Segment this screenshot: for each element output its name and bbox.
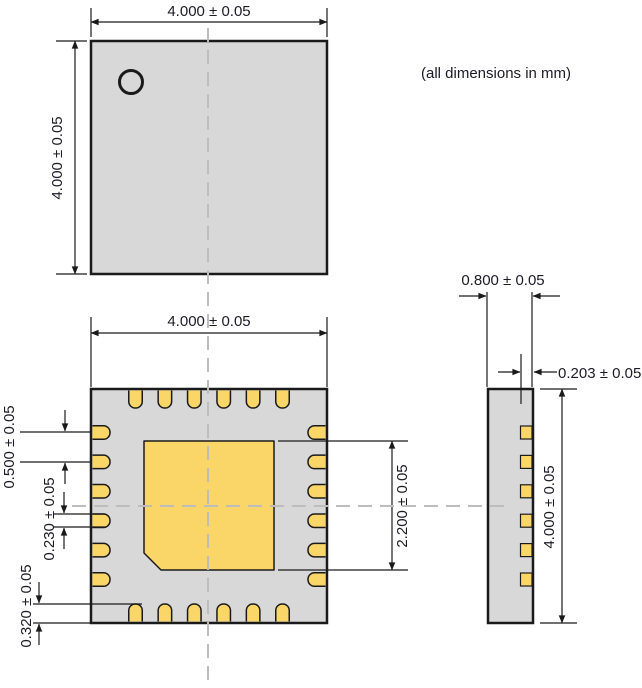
lead-pad [128,603,143,622]
lead-pad [92,425,111,440]
side-height-dimension: 4.000 ± 0.05 [540,388,577,624]
dimensions-note: (all dimensions in mm) [421,65,571,82]
side-height-label: 4.000 ± 0.05 [541,465,558,548]
top-view: 4.000 ± 0.05 4.000 ± 0.05 [49,3,329,276]
top-view-height-dimension: 4.000 ± 0.05 [49,40,87,275]
lead-pad [92,483,111,499]
top-view-width-label: 4.000 ± 0.05 [167,3,250,20]
lead-pad [275,603,290,622]
lead-pad [307,483,326,499]
lead-pad [275,390,290,409]
lead-pad [307,572,326,587]
lead-pad [307,513,326,529]
lead-pad [307,425,326,440]
lead-pad [307,454,326,470]
lead-pad [519,572,533,587]
lead-pad [186,390,202,409]
lead-pitch-label: 0.500 ± 0.05 [1,405,18,488]
lead-pad [519,513,533,528]
lead-pad [216,390,232,409]
side-view-leads [519,425,533,587]
lead-pad [157,390,173,409]
lead-pad [216,603,232,622]
lead-pad [519,454,533,469]
lead-pad [519,484,533,499]
lead-length-label: 0.320 ± 0.05 [18,564,35,647]
bottom-view: 4.000 ± 0.05 0.500 ± 0.05 0.230 ± 0.05 0… [1,313,411,648]
bottom-view-leads [92,390,326,622]
top-view-height-label: 4.000 ± 0.05 [49,116,66,199]
lead-pad [92,454,111,470]
bottom-view-width-dimension: 4.000 ± 0.05 [90,313,328,387]
lead-pad [519,542,533,558]
lead-pitch-dimension: 0.500 ± 0.05 [1,405,91,489]
lead-thickness-dimension: 0.203 ± 0.05 [498,354,641,404]
lead-pad [157,603,173,622]
lead-width-dimension: 0.230 ± 0.05 [41,477,105,561]
lead-pad [128,390,143,409]
lead-pad [519,425,533,440]
top-view-width-dimension: 4.000 ± 0.05 [90,3,328,37]
lead-pad [307,542,326,558]
lead-pad [92,572,111,587]
lead-pad [245,603,261,622]
lead-width-label: 0.230 ± 0.05 [41,477,58,560]
lead-thickness-label: 0.203 ± 0.05 [558,365,641,382]
lead-pad [92,542,111,558]
lead-pad [245,390,261,409]
thickness-dimension: 0.800 ± 0.05 [459,272,560,387]
lead-pad [186,603,202,622]
side-view: 0.800 ± 0.05 0.203 ± 0.05 4.000 ± 0.05 [459,272,641,625]
thickness-label: 0.800 ± 0.05 [461,272,544,289]
pin1-indicator-icon [118,69,144,95]
lead-pad [92,513,111,529]
lead-length-dimension: 0.320 ± 0.05 [18,564,142,648]
